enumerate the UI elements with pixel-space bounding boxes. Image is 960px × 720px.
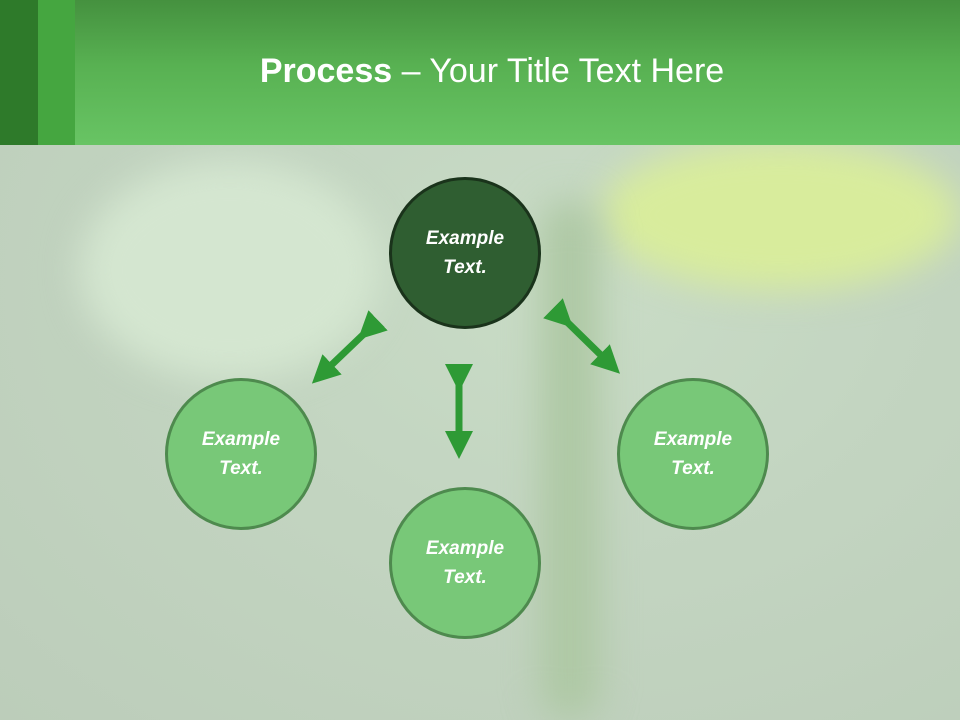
node-bottom: Example Text. — [389, 487, 541, 639]
node-left-text: Example Text. — [201, 429, 281, 479]
node-right: Example Text. — [617, 378, 769, 530]
arrow-top-right — [543, 298, 621, 374]
accent-bar-dark — [0, 0, 38, 145]
slide-title: Process – Your Title Text Here — [0, 52, 960, 91]
arrow-top-left — [311, 310, 388, 384]
title-rest: – Your Title Text Here — [392, 52, 725, 90]
node-right-text: Example Text. — [653, 429, 733, 479]
header-band: Process – Your Title Text Here — [0, 0, 960, 145]
stem-shadow — [540, 200, 600, 720]
leaf-highlight — [600, 140, 960, 290]
accent-bar-light — [38, 0, 75, 145]
node-top: Example Text. — [389, 177, 541, 329]
node-left: Example Text. — [165, 378, 317, 530]
title-bold: Process — [259, 52, 393, 90]
node-bottom-text: Example Text. — [425, 538, 505, 588]
node-top-text: Example Text. — [425, 228, 505, 278]
